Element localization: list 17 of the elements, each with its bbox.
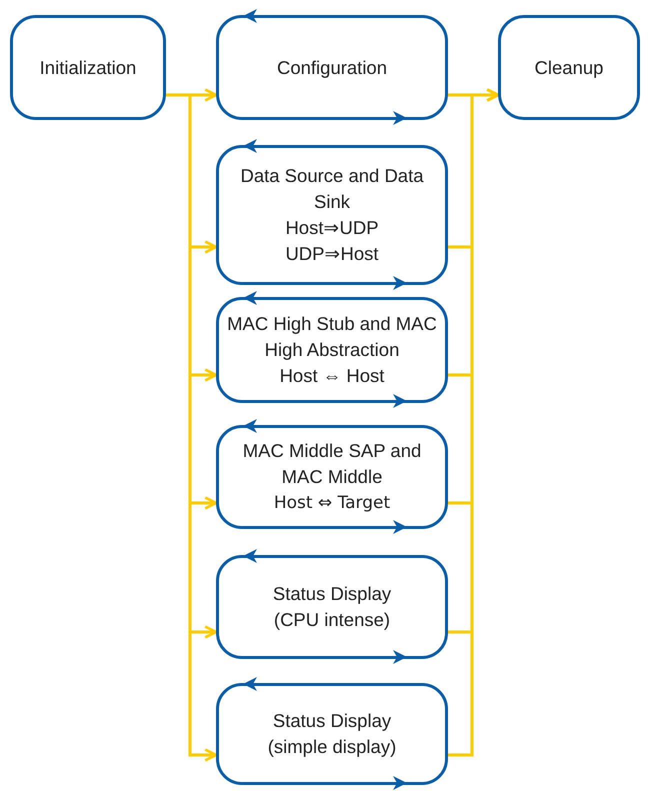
box-label: Host ⇔ Host	[280, 364, 384, 388]
arrow	[448, 88, 500, 756]
box-label: UDP⇒Host	[285, 242, 379, 266]
box-label: Status Display	[272, 709, 392, 733]
process-box	[10, 15, 166, 120]
process-box	[498, 15, 640, 120]
box-label: Initialization	[40, 56, 136, 80]
box-label: (simple display)	[268, 735, 396, 759]
box-label: Configuration	[276, 56, 388, 80]
box-label: Status Display	[272, 582, 392, 606]
box-label: Host ⇔ Target	[274, 492, 390, 515]
box-label: MAC High Stub and MAC High Abstraction	[227, 312, 437, 362]
box-label: MAC Middle SAP and MAC Middle	[242, 439, 422, 489]
box-label: Cleanup	[534, 56, 604, 80]
box-label: Host⇒UDP	[285, 216, 379, 240]
box-label: (CPU intense)	[274, 608, 390, 632]
box-label: Data Source and Data Sink	[239, 164, 425, 214]
